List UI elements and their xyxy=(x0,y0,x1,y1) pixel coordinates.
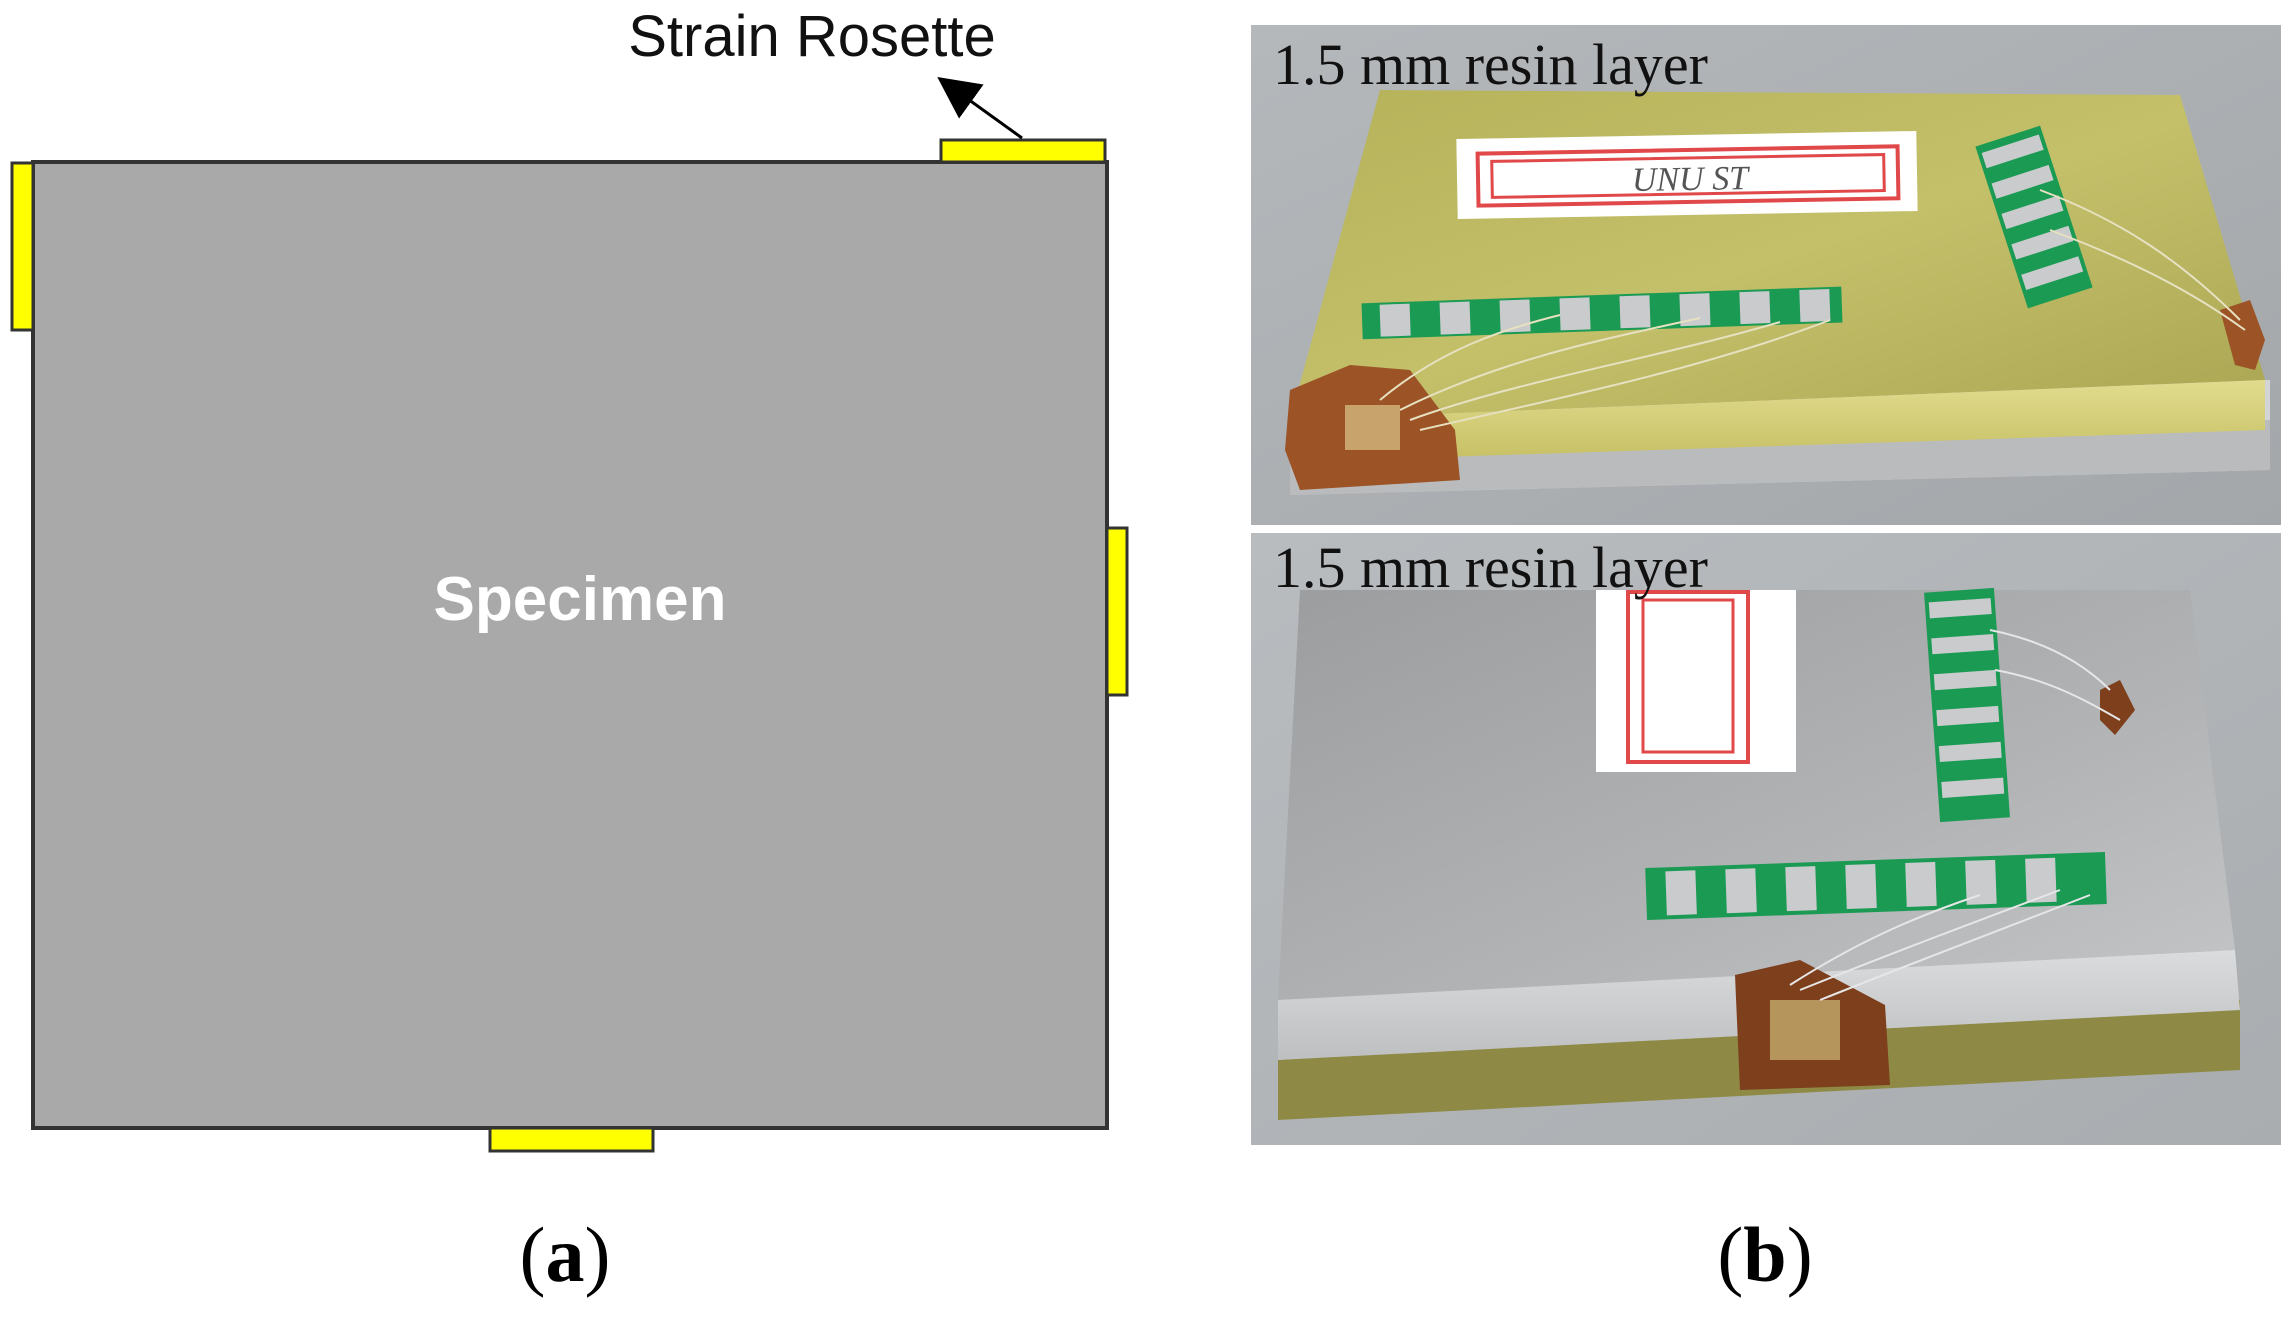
caption-b: (b) xyxy=(1717,1211,1813,1298)
strain-rosette-right xyxy=(1105,526,1129,697)
specimen-label: Specimen xyxy=(434,565,727,634)
top-photo: UNU ST xyxy=(1251,25,2281,525)
caption-a-letter: a xyxy=(545,1211,585,1298)
strain-rosette-left xyxy=(10,161,35,332)
sticker-handwriting: UNU ST xyxy=(1632,160,1751,199)
strain-rosette-top xyxy=(939,138,1107,164)
bottom-rosette-side xyxy=(2100,680,2135,735)
rosette-corner-back xyxy=(2220,300,2265,370)
bottom-photo-label: 1.5 mm resin layer xyxy=(1273,535,1708,600)
strain-rosette-label: Strain Rosette xyxy=(628,4,996,69)
strain-gauge-strip-horizontal xyxy=(1361,286,1843,340)
caption-a: (a) xyxy=(519,1211,611,1298)
strain-rosette-bottom xyxy=(488,1126,655,1153)
callout-arrow xyxy=(937,76,1023,140)
specimen-plate xyxy=(31,160,1109,1130)
bottom-photo: 1.5 mm resin layer xyxy=(1251,533,2281,1145)
caption-b-letter: b xyxy=(1743,1211,1787,1298)
top-photo-label: 1.5 mm resin layer xyxy=(1273,32,1708,97)
